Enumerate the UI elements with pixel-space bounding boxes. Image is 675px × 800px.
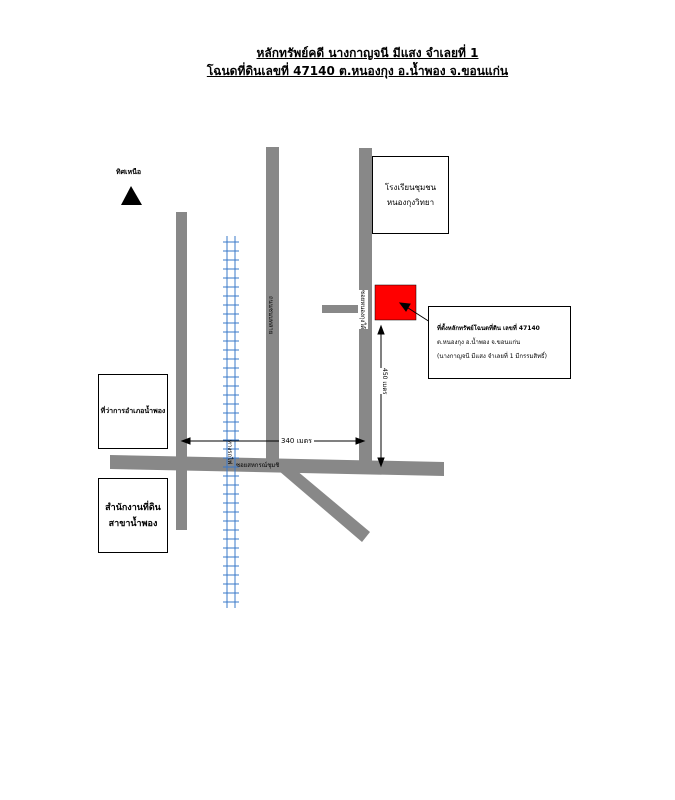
road-label-v2: ซอยหนองกุงใต้ <box>358 290 368 330</box>
land-office-line1: สำนักงานที่ดิน <box>105 502 161 513</box>
land-parcel-marker <box>374 284 417 321</box>
land-office-line2: สาขาน้ำพอง <box>108 518 158 529</box>
road-left-vertical <box>176 212 187 530</box>
north-label: ทิศเหนือ <box>116 168 142 176</box>
road-diagonal <box>272 465 370 542</box>
land-info-line2: ต.หนองกุง อ.น้ำพอง จ.ขอนแก่น <box>437 338 521 346</box>
district-office-label: ที่ว่าการอำเภอน้ำพอง <box>100 407 166 415</box>
land-info-line1: ที่ตั้งหลักทรัพย์โฉนดที่ดิน เลขที่ 47140 <box>437 324 540 332</box>
road-middle-vertical <box>266 147 279 465</box>
distance-450-line <box>377 324 385 468</box>
railway <box>223 236 239 608</box>
map-title-line2: โฉนดที่ดินเลขที่ 47140 ต.หนองกุง อ.น้ำพอ… <box>206 64 509 78</box>
school-name-line1: โรงเรียนชุมชน <box>384 183 437 192</box>
road-label-bottom: ซอยสหกรณ์ชุมชิ <box>236 462 280 469</box>
map-title-line1: หลักทรัพย์คดี นางกาญจนี มีแสง จำเลยที่ 1 <box>256 46 479 60</box>
rail-label: ทางรถไฟ <box>226 440 233 465</box>
distance-340-label: 340 เมตร <box>279 436 314 447</box>
road-label-v1: ถนนชนบทสาย <box>267 296 274 335</box>
school-name-line2: หนองกุงวิทยา <box>386 198 435 207</box>
parcel-pointer-arrow <box>398 302 431 323</box>
land-office-landmark: สำนักงานที่ดิน สาขาน้ำพอง <box>98 478 168 553</box>
district-office-landmark: ที่ว่าการอำเภอน้ำพอง <box>98 374 168 449</box>
distance-340-line <box>180 437 366 445</box>
land-info-line3: (นางกาญจนี มีแสง จำเลยที่ 1 มีกรรมสิทธิ์… <box>437 352 548 360</box>
land-info-box: ที่ตั้งหลักทรัพย์โฉนดที่ดิน เลขที่ 47140… <box>428 306 571 379</box>
school-landmark: โรงเรียนชุมชน หนองกุงวิทยา <box>372 156 449 234</box>
distance-450-label: 450 เมตร <box>380 368 390 395</box>
road-stub <box>322 305 362 313</box>
north-arrow-icon <box>121 186 142 205</box>
